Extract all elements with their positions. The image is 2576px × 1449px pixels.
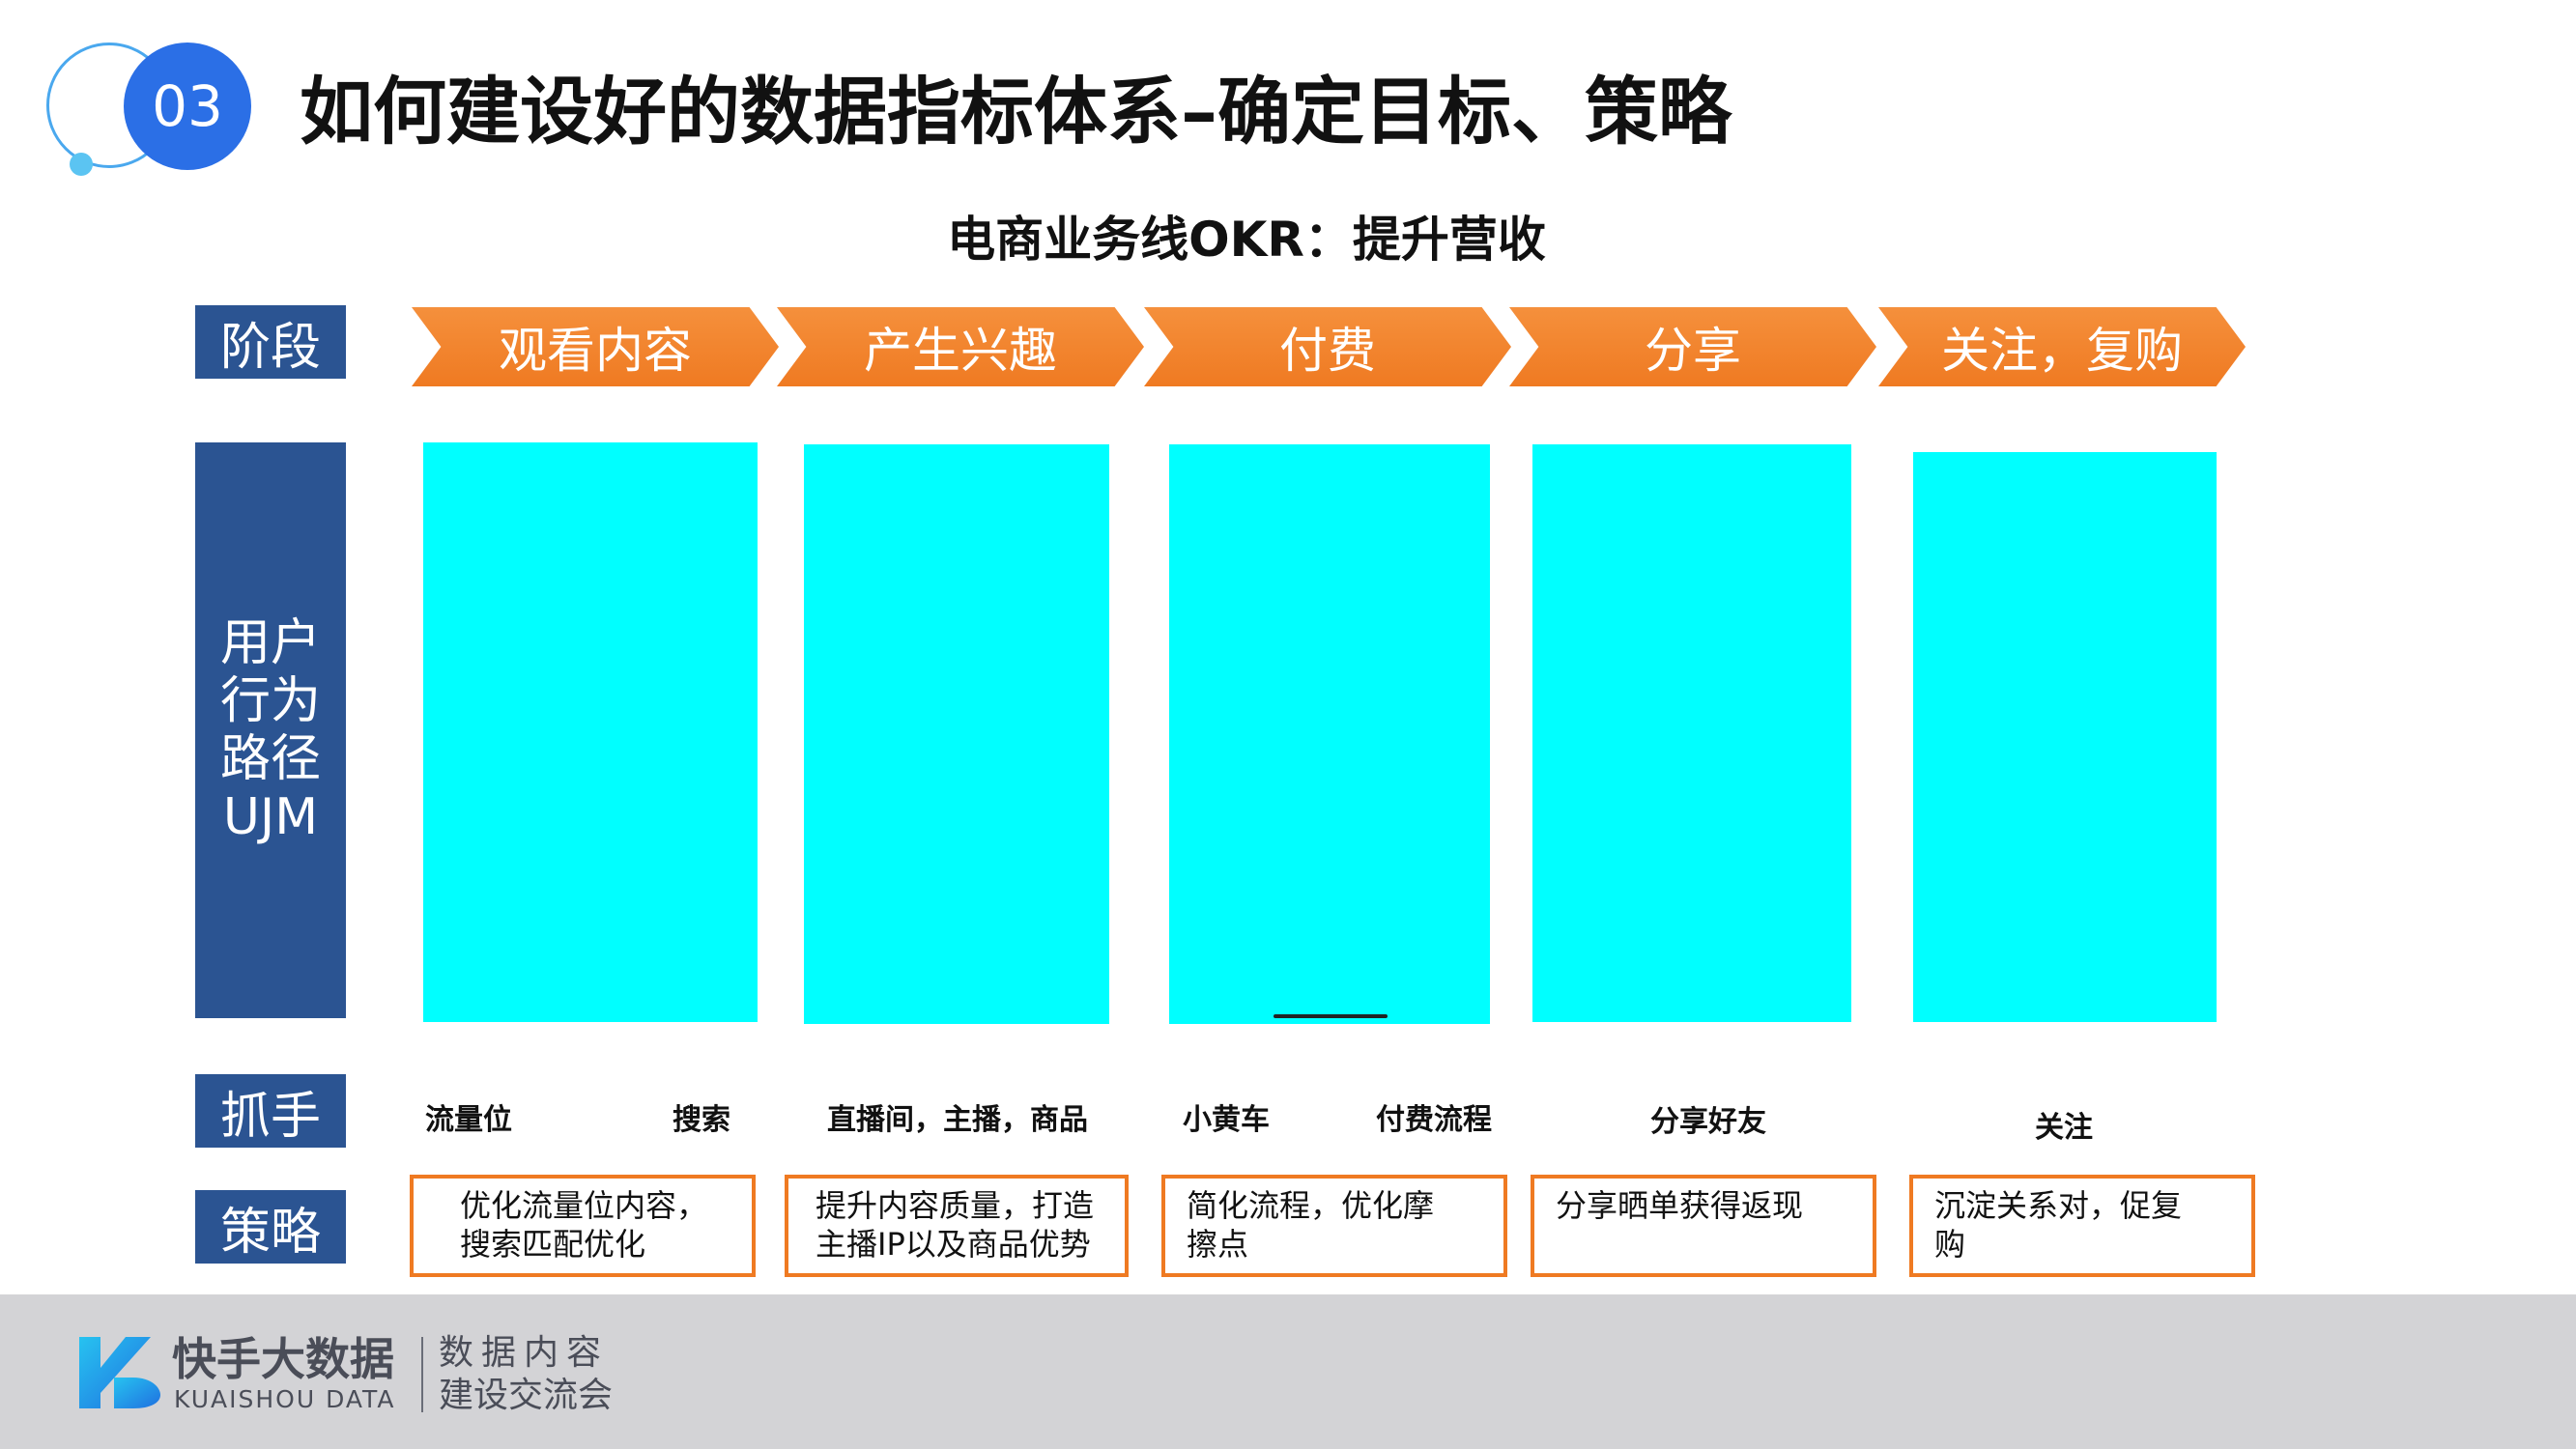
screenshot-panel-share [1532, 444, 1851, 1022]
stage-chevron-pay: 付费 [1144, 307, 1511, 386]
strategy-line: 沉淀关系对，促复 [1934, 1187, 2183, 1224]
lever-search: 搜索 [673, 1103, 730, 1137]
footer-tagline-2: 建设交流会 [439, 1376, 614, 1415]
footer-bar [0, 1294, 2576, 1449]
row-label-ujm-line: 行为 [219, 672, 321, 730]
strategy-box-watch: 优化流量位内容， 搜索匹配优化 [410, 1175, 756, 1277]
brand-name-en: KUAISHOU DATA [174, 1385, 396, 1413]
lever-traffic-slot: 流量位 [425, 1103, 512, 1137]
strategy-line: 搜索匹配优化 [460, 1226, 646, 1263]
stage-chevron-follow: 关注，复购 [1878, 307, 2246, 386]
lever-live-room: 直播间，主播，商品 [827, 1103, 1088, 1137]
screenshot-panel-watch [423, 442, 758, 1022]
kuaishou-logo-icon [79, 1337, 160, 1408]
lever-shopping-cart: 小黄车 [1183, 1103, 1270, 1137]
strategy-box-share: 分享晒单获得返现 [1531, 1175, 1876, 1277]
strategy-line: 优化流量位内容， [460, 1187, 708, 1224]
screenshot-panel-follow [1913, 452, 2217, 1022]
okr-title: 电商业务线OKR：提升营收 [947, 212, 1546, 268]
stage-chevron-watch: 观看内容 [412, 307, 779, 386]
footer-divider [421, 1337, 423, 1412]
stage-chevron-interest: 产生兴趣 [777, 307, 1144, 386]
row-label-ujm-line: 路径 [219, 730, 321, 788]
lever-share-friends: 分享好友 [1650, 1105, 1766, 1139]
lever-follow: 关注 [2035, 1111, 2093, 1145]
row-label-ujm-line: 用户 [219, 614, 321, 672]
strategy-line: 提升内容质量，打造 [816, 1187, 1095, 1224]
stage-chevron-share: 分享 [1509, 307, 1876, 386]
strategy-line: 分享晒单获得返现 [1556, 1187, 1804, 1224]
lever-payment-flow: 付费流程 [1376, 1103, 1492, 1137]
section-number-badge: 03 [124, 43, 251, 170]
strategy-line: 擦点 [1187, 1226, 1249, 1263]
strategy-line: 主播IP以及商品优势 [816, 1226, 1091, 1263]
strategy-box-follow: 沉淀关系对，促复 购 [1909, 1175, 2255, 1277]
strategy-box-interest: 提升内容质量，打造 主播IP以及商品优势 [785, 1175, 1129, 1277]
badge-dot [70, 153, 93, 176]
row-label-lever: 抓手 [195, 1074, 346, 1148]
strategy-line: 简化流程，优化摩 [1187, 1187, 1435, 1224]
row-label-ujm: 用户 行为 路径 UJM [195, 442, 346, 1018]
footer-tagline-1: 数据内容 [439, 1333, 610, 1373]
strategy-box-pay: 简化流程，优化摩 擦点 [1161, 1175, 1507, 1277]
strategy-line: 购 [1934, 1226, 1966, 1263]
home-indicator [1274, 1014, 1388, 1018]
row-label-strategy: 策略 [195, 1190, 346, 1264]
page-title: 如何建设好的数据指标体系–确定目标、策略 [300, 69, 1732, 155]
row-label-ujm-line: UJM [222, 788, 319, 846]
row-label-stage: 阶段 [195, 305, 346, 379]
screenshot-panel-pay [1169, 444, 1490, 1024]
screenshot-panel-interest [804, 444, 1109, 1024]
brand-name-cn: 快手大数据 [172, 1333, 394, 1385]
